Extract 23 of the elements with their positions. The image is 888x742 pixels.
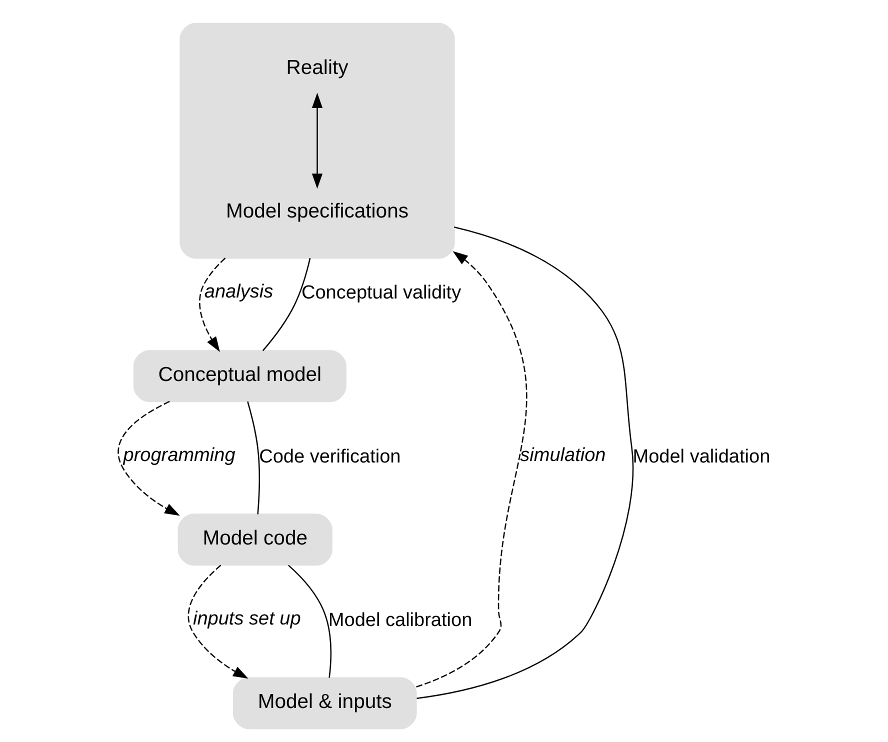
node-box: Model & inputs (232, 677, 417, 730)
edge-label: simulation (520, 445, 606, 466)
edge-label: Conceptual validity (301, 282, 462, 304)
arrow (188, 564, 248, 679)
node-text: Reality (286, 57, 348, 80)
edge-label: Code verification (259, 446, 401, 468)
edge-label: Model validation (632, 446, 770, 468)
edge-label: analysis (204, 281, 274, 302)
cluster (180, 22, 455, 259)
connector (247, 401, 260, 514)
arrow (416, 251, 528, 688)
arrow (118, 400, 180, 516)
node-box: Model code (178, 514, 332, 566)
node-box: Conceptual model (133, 350, 346, 402)
edge-label: inputs set up (192, 608, 301, 630)
node-text: Model specifications (226, 200, 408, 222)
arrow (312, 92, 323, 189)
edge-label: programming (123, 445, 236, 466)
edge-label: Model calibration (328, 610, 472, 631)
connector (288, 564, 332, 678)
connector (416, 226, 634, 700)
arrow (199, 258, 226, 352)
connector (262, 258, 311, 352)
